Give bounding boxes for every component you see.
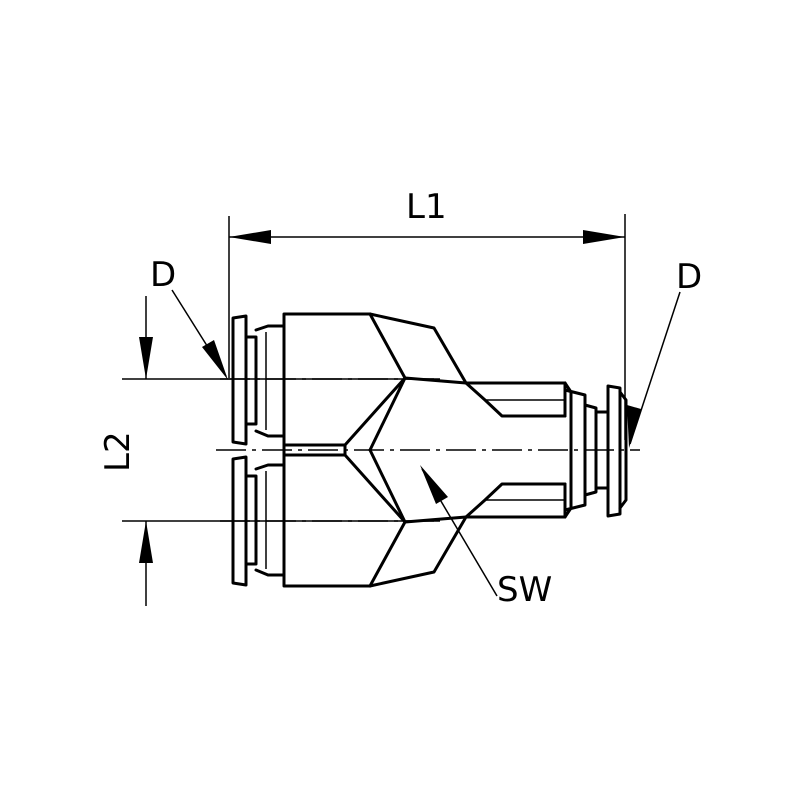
sw-label: SW (497, 570, 552, 610)
l1-arrow-left (229, 230, 271, 244)
lower-collet-ring (231, 455, 248, 587)
lower-inner-facet (368, 448, 407, 524)
lower-collet-neck (244, 474, 258, 566)
dimension-l1: L1 (228, 187, 626, 440)
upper-collet-ring (231, 314, 248, 446)
l2-arrow-top (139, 337, 153, 379)
upper-inner-facet (368, 376, 407, 452)
outlet-collet-ring (606, 384, 622, 518)
y-body (282, 312, 567, 588)
l2-label: L2 (98, 431, 138, 472)
d-right-callout: D (627, 257, 702, 448)
outlet-collet-lip (618, 390, 628, 510)
l1-arrow-right (583, 230, 625, 244)
l1-label: L1 (406, 187, 447, 227)
outlet-collet-neck (583, 403, 598, 497)
d-right-leader (629, 291, 681, 445)
upper-left-port (231, 314, 286, 446)
d-left-callout: D (150, 255, 228, 380)
upper-collet-neck (244, 335, 258, 426)
l2-arrow-bottom (139, 521, 153, 563)
outlet-hex-nut (563, 381, 587, 519)
sw-callout: SW (420, 465, 552, 610)
center-lines (216, 378, 640, 522)
d-right-arrow (627, 405, 641, 448)
sw-arrow (420, 465, 448, 504)
d-left-arrow (202, 340, 228, 380)
dimension-l2: L2 (98, 296, 440, 606)
lower-collet-sleeve (254, 463, 286, 577)
right-outlet-port (563, 381, 628, 519)
upper-collet-sleeve (254, 324, 286, 438)
d-right-label: D (676, 257, 702, 297)
d-left-label: D (150, 255, 176, 295)
